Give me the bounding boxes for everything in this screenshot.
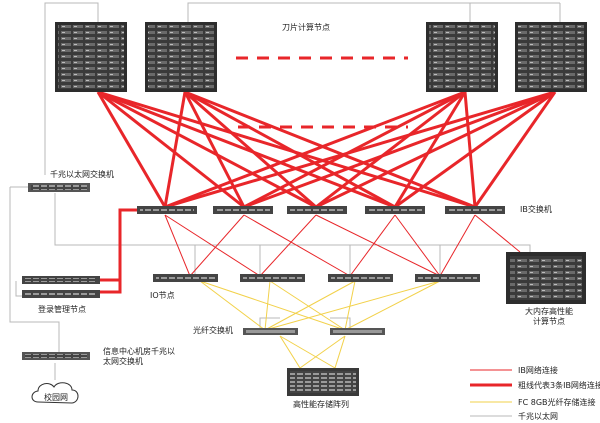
campus-label: 校园网 [44, 393, 68, 402]
bigmem-label-line1: 大内存高性能 [525, 307, 573, 316]
login-management-servers [22, 276, 100, 298]
gige-switch-label: 千兆以太网交换机 [50, 170, 114, 179]
storage-label: 高性能存储阵列 [293, 400, 349, 409]
omitted-nodes-dashes [236, 56, 408, 129]
legend-lines [470, 369, 512, 417]
storage-array [287, 368, 359, 396]
big-memory-compute-node [506, 252, 586, 304]
legend-thick-ib-text: 粗线代表3条IB网络连接 [518, 381, 600, 390]
ib-thin-links [164, 214, 521, 277]
legend-fc-text: FC 8GB光纤存储连接 [518, 398, 596, 407]
bigmem-label-line2: 计算节点 [533, 317, 565, 326]
blade-nodes-label: 刀片计算节点 [282, 23, 330, 32]
io-node-servers [153, 274, 480, 282]
ethernet-links [9, 2, 561, 380]
datacenter-switch [22, 352, 90, 360]
io-nodes-label: IO节点 [150, 291, 175, 300]
datacenter-label-line2: 太网交换机 [103, 357, 143, 366]
ib-switches [137, 206, 505, 214]
datacenter-label-line1: 信息中心机房千兆以 [103, 347, 175, 356]
blade-chassis-3 [426, 22, 498, 92]
blade-chassis-2 [145, 22, 217, 92]
legend-ethernet-text: 千兆以太网 [518, 412, 558, 421]
ib-switch-label: IB交换机 [520, 205, 552, 214]
legend-ib-text: IB网络连接 [518, 366, 558, 375]
fc-switch-label: 光纤交换机 [193, 326, 233, 335]
fc-links [199, 280, 441, 369]
login-mgmt-label: 登录管理节点 [38, 305, 86, 314]
fc-switches [243, 328, 385, 335]
campus-network-cloud [31, 382, 79, 404]
ib-thick-links [96, 90, 557, 294]
blade-chassis-1 [55, 22, 127, 92]
gigabit-switch [28, 183, 90, 192]
blade-chassis-4 [515, 22, 587, 92]
